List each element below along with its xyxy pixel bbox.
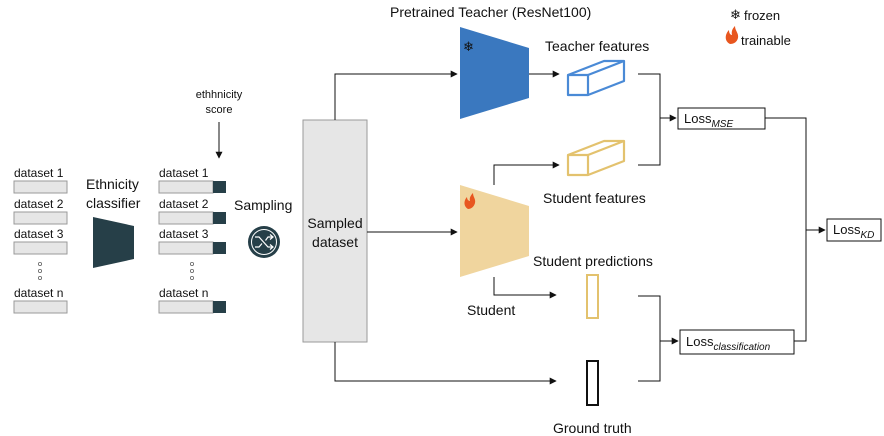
dataset-label: dataset 3	[14, 227, 64, 241]
features-connector	[638, 73, 661, 166]
ellipsis-dots	[189, 261, 194, 280]
teacher-model-block	[460, 27, 529, 119]
student-predictions-vector	[586, 274, 599, 319]
student-label: Student	[467, 302, 515, 318]
dataset-bar	[158, 211, 214, 225]
arrow-to-teacher	[334, 70, 458, 120]
teacher-features-cuboid	[566, 59, 626, 97]
raw-datasets: dataset 1 dataset 2 dataset 3 dataset n	[13, 166, 68, 314]
teacher-title: Pretrained Teacher (ResNet100)	[390, 4, 591, 20]
student-model-block	[460, 185, 529, 277]
score-block	[213, 181, 226, 193]
dataset-label: dataset n	[14, 286, 63, 300]
arrow-to-student-predictions	[493, 277, 557, 299]
loss-mse-label: LossMSE	[684, 111, 733, 130]
loss-classification-label: Lossclassification	[686, 334, 771, 353]
loss-classification-box	[679, 329, 795, 355]
dataset-label: dataset 2	[14, 197, 64, 211]
dataset-label: dataset 1	[159, 166, 209, 180]
ellipsis-dots	[38, 261, 43, 280]
snowflake-icon: ❄	[730, 7, 741, 22]
student-features-cuboid	[566, 139, 626, 177]
scored-datasets: dataset 1 dataset 2 dataset 3 dataset n	[158, 166, 226, 314]
student-predictions-label: Student predictions	[533, 253, 653, 269]
sampled-dataset-block	[302, 119, 368, 343]
sampled-dataset-label: Sampled	[307, 215, 362, 231]
dataset-label: dataset 2	[159, 197, 209, 211]
arrow-to-student-features	[493, 161, 560, 185]
loss-connector	[765, 117, 807, 342]
flame-icon	[725, 26, 739, 44]
predictions-connector	[638, 295, 661, 382]
dataset-bar	[158, 180, 214, 194]
legend-frozen-label: frozen	[744, 8, 780, 23]
score-block	[213, 212, 226, 224]
dataset-bar	[13, 241, 68, 255]
dataset-label: dataset n	[159, 286, 208, 300]
score-block	[213, 301, 226, 313]
ethnicity-score-label: score	[206, 104, 233, 116]
student-features-label: Student features	[543, 190, 646, 206]
sampled-dataset-label: dataset	[312, 234, 358, 250]
classifier-label: Ethnicity	[86, 176, 139, 192]
dataset-bar	[158, 241, 214, 255]
sampling-label: Sampling	[234, 197, 292, 213]
shuffle-icon	[248, 226, 280, 258]
dataset-label: dataset 1	[14, 166, 64, 180]
flame-icon	[464, 193, 476, 209]
snowflake-icon: ❄	[463, 39, 474, 54]
legend-trainable-label: trainable	[741, 33, 791, 48]
loss-kd-label: LossKD	[833, 222, 874, 241]
dataset-bar	[13, 180, 68, 194]
teacher-features-label: Teacher features	[545, 38, 649, 54]
legend: ❄ frozen trainable	[725, 7, 791, 48]
ethnicity-classifier-block	[93, 217, 134, 268]
ethnicity-score-label: ethhnicity	[196, 89, 243, 101]
dataset-bar	[13, 300, 68, 314]
dataset-bar	[13, 211, 68, 225]
dataset-bar	[158, 300, 214, 314]
score-block	[213, 242, 226, 254]
ground-truth-vector	[586, 360, 599, 406]
arrow-to-ground-truth	[334, 342, 557, 385]
classifier-label: classifier	[86, 195, 141, 211]
dataset-label: dataset 3	[159, 227, 209, 241]
ground-truth-label: Ground truth	[553, 420, 632, 436]
loss-kd-box	[826, 218, 882, 242]
